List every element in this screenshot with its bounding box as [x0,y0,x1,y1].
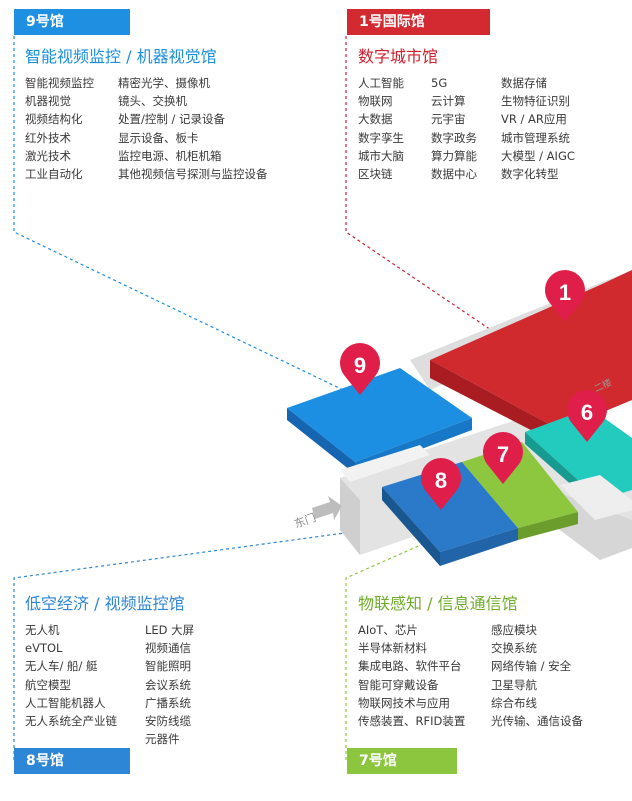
marker-label: 1 [559,280,571,305]
list-item: 视频通信 [145,641,191,656]
list-item: 生物特征识别 [501,94,570,109]
gate-arrow-icon [312,496,342,520]
hall-8-block-side [382,487,440,566]
hall-8-title: 低空经济 / 视频监控馆 [25,594,185,613]
list-item: 红外技术 [25,130,71,145]
list-item: 处置/控制 / 记录设备 [118,112,226,127]
list-item: 物联网 [358,94,393,109]
list-item: 区块链 [358,166,393,181]
hall-8-leader-line [13,519,441,760]
hall-9-block-side [287,408,355,474]
list-item: 无人车/ 船/ 艇 [25,659,98,674]
list-item: 人工智能 [358,76,404,90]
list-item: 半导体新材料 [358,641,427,656]
list-item: 数据中心 [431,166,477,181]
map-marker-1: 1 [545,270,585,322]
list-item: 数据存储 [501,76,547,90]
list-item: 大模型 / AIGC [501,148,575,163]
map-marker-8: 8 [421,457,461,510]
list-item: 城市大脑 [358,148,404,163]
hall-8-block-front [440,528,518,566]
list-item: 元器件 [145,732,180,747]
list-item: AIoT、芯片 [358,623,418,637]
hall-1-title: 数字城市馆 [358,47,439,66]
list-item: 安防线缆 [145,713,191,728]
list-item: 广播系统 [145,695,191,710]
list-item: 镜头、交换机 [118,94,187,109]
hall-7-title: 物联感知 / 信息通信馆 [358,594,518,613]
list-item: 会议系统 [145,677,191,692]
list-item: 网络传输 / 安全 [491,659,572,674]
gate-label: 东门 [292,510,317,531]
hall-9-items: 智能视频监控 机器视觉 视频结构化 红外技术 激光技术 工业自动化 精密光学、摄… [25,74,315,186]
list-item: 算力算能 [431,148,477,163]
hall-8-tag: 8号馆 [14,748,130,774]
map-marker-9: 9 [339,343,380,395]
marker-label: 9 [354,353,366,378]
hall-1-leader-line [345,36,501,337]
hall-7-tag: 7号馆 [347,748,457,774]
list-item: 云计算 [431,94,466,109]
list-item: 智能视频监控 [25,76,94,90]
hall-1-tag: 1号国际馆 [347,9,490,35]
list-item: 城市管理系统 [501,130,570,145]
marker-label: 8 [435,468,447,493]
marker-label: 6 [581,400,593,425]
list-item: 监控电源、机柜机箱 [118,148,222,163]
list-item: 元宇宙 [431,112,466,127]
list-item: 数字化转型 [501,166,559,181]
list-item: LED 大屏 [145,623,195,637]
list-item: 视频结构化 [25,112,83,127]
list-item: 航空模型 [25,677,71,692]
list-item: 其他视频信号探测与监控设备 [118,166,268,181]
hall-8-items: 无人机 eVTOL 无人车/ 船/ 艇 航空模型 人工智能机器人 无人系统全产业… [25,621,305,751]
list-item: 物联网技术与应用 [358,695,450,710]
hall-7-block-front [518,512,578,540]
list-item: 交换系统 [491,641,537,656]
list-item: 大数据 [358,112,393,127]
hall-9-title: 智能视频监控 / 机器视觉馆 [25,47,217,66]
list-item: 机器视觉 [25,94,71,109]
list-item: 数字孪生 [358,130,404,145]
hall-9-tag: 9号馆 [14,9,130,35]
hall-1-items: 人工智能 物联网 大数据 数字孪生 城市大脑 区块链 5G 云计算 元宇宙 数字… [358,74,628,186]
map-marker-7: 7 [483,432,524,484]
hall-8-block [382,462,518,552]
map-marker-6: 6 [567,390,607,442]
list-item: 显示设备、板卡 [118,130,199,145]
list-item: 集成电路、软件平台 [358,659,462,674]
list-item: 5G [431,76,448,90]
walkway [560,475,632,520]
list-item: 工业自动化 [25,166,83,181]
list-item: 智能可穿戴设备 [358,677,439,692]
list-item: 智能照明 [145,659,191,674]
list-item: 感应模块 [491,623,537,637]
list-item: 综合布线 [491,695,537,710]
list-item: 激光技术 [25,148,71,163]
list-item: 精密光学、摄像机 [118,76,210,90]
list-item: 数字政务 [431,130,477,145]
hall-1-block-side [430,360,560,445]
list-item: 光传输、通信设备 [491,713,583,728]
list-item: 传感装置、RFID装置 [358,713,466,728]
list-item: 人工智能机器人 [25,695,106,710]
corridor-edge [340,478,360,555]
walkway-shadow [340,445,430,482]
hall-1-block [430,270,632,430]
list-item: VR / AR应用 [501,112,567,127]
list-item: eVTOL [25,641,63,656]
hall-9-block [287,368,472,462]
hall-7-items: AIoT、芯片 半导体新材料 集成电路、软件平台 智能可穿戴设备 物联网技术与应… [358,621,628,733]
hall-9-leader-line [13,36,361,399]
marker-label: 7 [497,442,509,467]
list-item: 卫星导航 [491,677,537,692]
hall-6-block [525,408,632,500]
list-item: 无人系统全产业链 [25,713,117,728]
list-item: 无人机 [25,623,60,637]
